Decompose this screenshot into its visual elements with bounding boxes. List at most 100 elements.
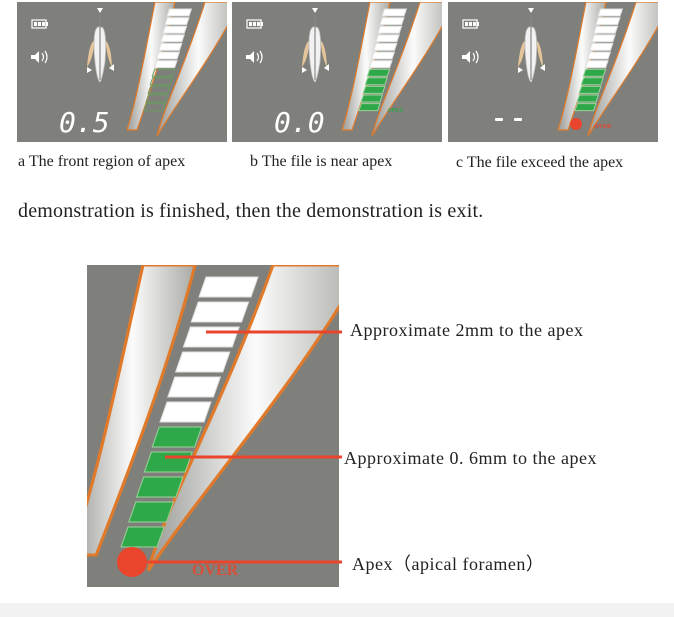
label-apex: Apex（apical foramen） bbox=[352, 554, 545, 574]
tooth-gum bbox=[302, 40, 327, 67]
tooth-icon bbox=[87, 8, 114, 83]
bar-segment-green bbox=[143, 103, 166, 112]
root-wall-left bbox=[87, 265, 197, 557]
caption-c: c The file exceed the apex bbox=[456, 154, 624, 171]
speaker-body bbox=[462, 51, 470, 63]
bar-segment-green bbox=[576, 94, 600, 103]
caption-b: b The file is near apex bbox=[250, 153, 393, 170]
bar-segment-white bbox=[588, 42, 614, 51]
tooth-gum bbox=[518, 40, 543, 67]
bar-segment-white bbox=[595, 17, 621, 26]
bar-segment-white bbox=[374, 34, 400, 43]
top-marker bbox=[528, 8, 534, 13]
battery-cell bbox=[42, 22, 45, 26]
bar-segment-green bbox=[147, 85, 171, 94]
bar-segment-green bbox=[135, 476, 184, 498]
speaker-icon bbox=[31, 50, 48, 64]
battery-icon bbox=[31, 19, 48, 29]
bar-segment-white bbox=[159, 401, 212, 423]
status-over-text: OVER bbox=[594, 124, 612, 130]
bar-segment-white bbox=[377, 25, 403, 34]
bar-segment-white bbox=[370, 51, 396, 60]
battery-cell bbox=[253, 22, 256, 26]
top-marker bbox=[312, 8, 318, 13]
bar-segment-white bbox=[155, 51, 181, 60]
bar-segment-white bbox=[190, 301, 250, 323]
battery-cell bbox=[473, 22, 476, 26]
bar-segment-green bbox=[580, 77, 604, 86]
bar-segment-green bbox=[120, 526, 165, 548]
bar-segment-white bbox=[597, 8, 624, 17]
status-apex-text: APEX bbox=[387, 108, 404, 114]
bar-segment-green bbox=[364, 77, 388, 86]
bar-segment-green bbox=[362, 85, 386, 94]
bar-segment-white bbox=[379, 17, 405, 26]
bar-segment-white bbox=[593, 25, 619, 34]
bar-segment-white bbox=[198, 276, 259, 298]
panel-c: OVER bbox=[448, 2, 658, 142]
depth-readout: 0.5 bbox=[59, 106, 110, 139]
root-wall-right bbox=[371, 2, 442, 137]
bar-segment-white bbox=[166, 8, 193, 17]
panel-a: 0.5 bbox=[17, 2, 227, 142]
battery-tip bbox=[261, 22, 263, 26]
top-marker bbox=[97, 8, 103, 13]
bar-segment-green bbox=[574, 103, 597, 112]
tooth-icon bbox=[518, 8, 545, 83]
caption-a: a The front region of apex bbox=[18, 153, 186, 170]
battery-cell bbox=[257, 22, 260, 26]
bar-segment-green bbox=[128, 501, 175, 523]
bar-segment-green bbox=[582, 68, 607, 77]
battery-cell bbox=[249, 22, 252, 26]
body-sentence: demonstration is finished, then the demo… bbox=[18, 200, 484, 222]
bar-segment-white bbox=[586, 51, 612, 60]
battery-tip bbox=[477, 22, 479, 26]
over-dot bbox=[570, 118, 582, 130]
speaker-icon bbox=[246, 50, 263, 64]
readout-dash bbox=[495, 118, 503, 121]
battery-tip bbox=[46, 22, 48, 26]
bar-segment-white bbox=[159, 34, 185, 43]
tooth-icon bbox=[302, 8, 329, 83]
bar-segment-white bbox=[590, 34, 616, 43]
label-2mm: Approximate 2mm to the apex bbox=[350, 320, 584, 340]
speaker-waves bbox=[41, 50, 48, 64]
speaker-icon bbox=[462, 50, 479, 64]
bar-segment-white bbox=[174, 351, 231, 373]
root-wall-right bbox=[156, 2, 227, 137]
bar-segment-white bbox=[167, 376, 222, 398]
root-wall-right bbox=[587, 2, 658, 137]
left-marker bbox=[87, 67, 92, 73]
battery-cell bbox=[34, 22, 37, 26]
speaker-waves bbox=[256, 50, 263, 64]
bar-segment-white bbox=[162, 25, 188, 34]
bar-segment-white bbox=[164, 17, 190, 26]
battery-cell bbox=[469, 22, 472, 26]
root-wall-right bbox=[146, 265, 339, 572]
bar-segment-white bbox=[157, 42, 183, 51]
bar-segment-green bbox=[366, 68, 391, 77]
battery-cell bbox=[465, 22, 468, 26]
depth-readout: 0.0 bbox=[274, 106, 325, 139]
left-marker bbox=[518, 67, 523, 73]
speaker-body bbox=[246, 51, 254, 63]
bar-segment-white bbox=[381, 8, 408, 17]
bar-segment-green bbox=[151, 426, 203, 448]
battery-cell bbox=[38, 22, 41, 26]
right-marker bbox=[540, 64, 545, 71]
right-marker bbox=[324, 64, 329, 71]
battery-icon bbox=[246, 19, 263, 29]
bottom-strip bbox=[0, 603, 674, 617]
left-marker bbox=[302, 67, 307, 73]
bar-segment-green bbox=[145, 94, 169, 103]
bar-segment-green bbox=[360, 94, 384, 103]
speaker-waves bbox=[472, 50, 479, 64]
bar-segment-green bbox=[578, 85, 602, 94]
bar-segment-green bbox=[149, 77, 173, 86]
tooth-gum bbox=[87, 40, 112, 67]
bar-segment-white bbox=[372, 42, 398, 51]
bar-segment-green bbox=[151, 68, 176, 77]
battery-icon bbox=[462, 19, 479, 29]
over-dot bbox=[117, 547, 147, 577]
